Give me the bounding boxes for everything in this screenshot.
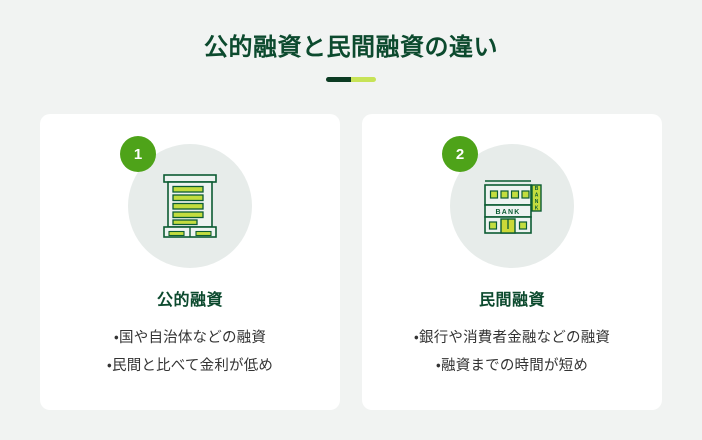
bullet-item: ・国や自治体などの融資 <box>113 330 267 346</box>
bank-sign-label: B <box>535 186 539 192</box>
svg-text:A: A <box>535 193 539 199</box>
card-badge-1-label: 1 <box>133 145 143 163</box>
bank-facade-label: BANK <box>495 209 520 216</box>
title-divider <box>326 77 376 83</box>
card-private-loan[interactable]: 2 BANK <box>362 114 662 410</box>
svg-text:N: N <box>535 199 539 205</box>
bullet-item: ・銀行や消費者金融などの融資 <box>413 330 611 346</box>
divider-segment-light <box>351 77 376 83</box>
card-bullets-2: ・銀行や消費者金融などの融資 ・融資までの時間が短め <box>362 324 662 381</box>
header: 公的融資と民間融資の違い <box>0 32 702 83</box>
svg-text:K: K <box>535 206 539 212</box>
bullet-item: ・民間と比べて金利が低め <box>106 358 274 375</box>
page-title: 公的融資と民間融資の違い <box>204 34 498 61</box>
card-list: 1 <box>40 114 662 410</box>
card-badge-1: 1 <box>120 136 156 172</box>
card-title-2: 民間融資 <box>478 292 545 309</box>
card-title-1: 公的融資 <box>156 292 223 309</box>
bank-building-icon: BANK B A N K <box>479 177 545 235</box>
card-badge-2-label: 2 <box>455 145 465 163</box>
card-bullets-1: ・国や自治体などの融資 ・民間と比べて金利が低め <box>40 324 340 381</box>
divider-segment-dark <box>326 77 351 83</box>
icon-circle-1 <box>128 144 252 268</box>
bullet-item: ・融資までの時間が短め <box>435 358 589 375</box>
office-building-icon <box>162 173 218 239</box>
card-public-loan[interactable]: 1 <box>40 114 340 410</box>
card-badge-2: 2 <box>442 136 478 172</box>
